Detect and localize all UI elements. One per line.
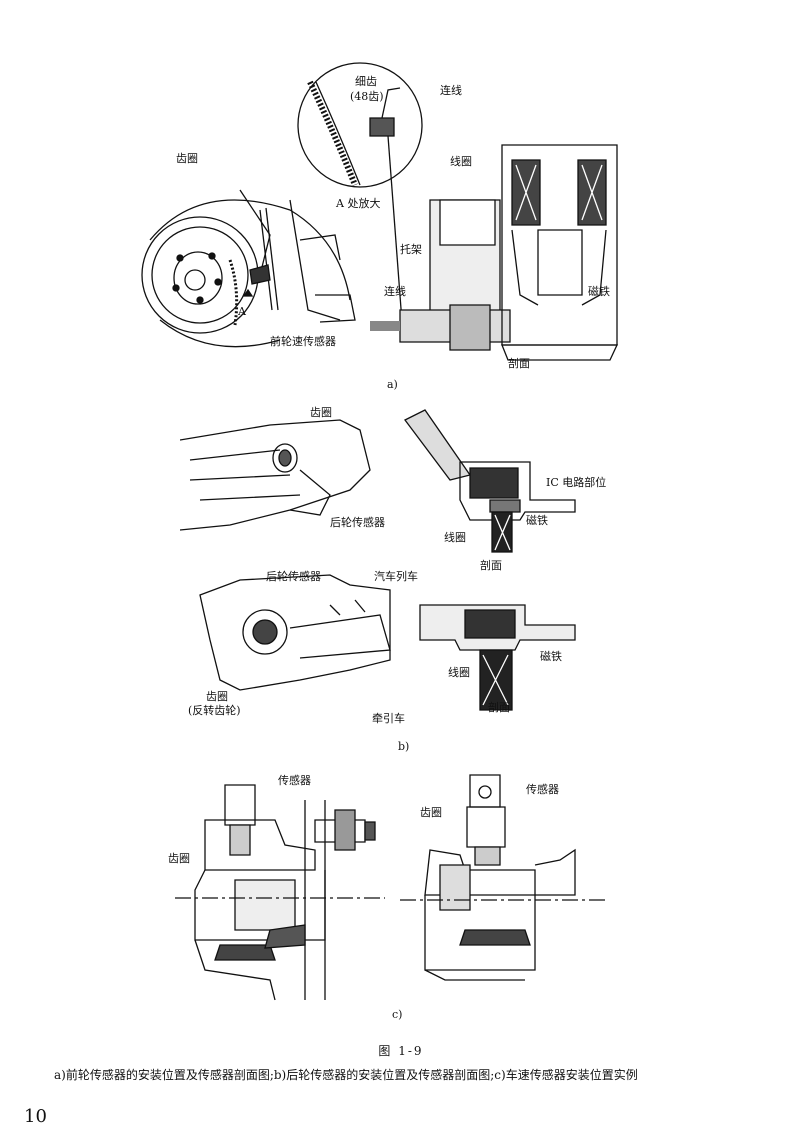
page-number: 10 bbox=[24, 1106, 47, 1127]
label-rear-sensor-b: 后轮传感器 bbox=[330, 516, 385, 529]
label-gear-ring-b2: 齿圈 bbox=[206, 690, 228, 703]
label-coil-b2: 线圈 bbox=[448, 666, 470, 679]
label-wire-top: 连线 bbox=[440, 84, 462, 97]
figure-caption: a)前轮传感器的安装位置及传感器剖面图;b)后轮传感器的安装位置及传感器剖面图;… bbox=[54, 1068, 638, 1082]
label-fine-teeth: 细齿 bbox=[355, 75, 377, 88]
sublabel-a: a) bbox=[387, 378, 398, 391]
label-coil-a: 线圈 bbox=[450, 155, 472, 168]
label-coil-b: 线圈 bbox=[444, 531, 466, 544]
label-teeth-count: (48齿) bbox=[350, 90, 384, 103]
label-front-sensor: 前轮速传感器 bbox=[270, 335, 336, 348]
label-tractor: 牵引车 bbox=[372, 712, 405, 725]
label-enlarge: A 处放大 bbox=[336, 197, 381, 210]
figure-b-drawing bbox=[180, 400, 620, 720]
sublabel-b: b) bbox=[398, 740, 410, 753]
label-gear-ring-right: 齿圈 bbox=[420, 806, 442, 819]
figure-title: 图 1-9 bbox=[378, 1044, 424, 1058]
figure-a-drawing bbox=[140, 60, 660, 380]
label-reverse-gear: (反转齿轮) bbox=[188, 704, 241, 717]
figure-c-drawing bbox=[175, 770, 605, 1010]
label-marker-a: A bbox=[238, 305, 246, 318]
label-section-a: 剖面 bbox=[508, 357, 530, 370]
label-sensor-right: 传感器 bbox=[526, 783, 559, 796]
label-magnet-b: 磁铁 bbox=[526, 514, 548, 527]
label-ic-part: IC 电路部位 bbox=[546, 476, 607, 489]
label-rear-sensor2: 后轮传感器 bbox=[266, 570, 321, 583]
label-gear-ring-left: 齿圈 bbox=[168, 852, 190, 865]
label-gear-ring-b: 齿圈 bbox=[310, 406, 332, 419]
label-section-b: 剖面 bbox=[480, 559, 502, 572]
label-gear-ring-a: 齿圈 bbox=[176, 152, 198, 165]
label-sensor-left: 传感器 bbox=[278, 774, 311, 787]
label-magnet-a: 磁铁 bbox=[588, 285, 610, 298]
label-section-b2: 剖面 bbox=[488, 701, 510, 714]
label-train: 汽车列车 bbox=[374, 570, 418, 583]
label-bracket: 托架 bbox=[400, 243, 422, 256]
label-wire-a: 连线 bbox=[384, 285, 406, 298]
sublabel-c: c) bbox=[392, 1008, 403, 1021]
label-magnet-b2: 磁铁 bbox=[540, 650, 562, 663]
